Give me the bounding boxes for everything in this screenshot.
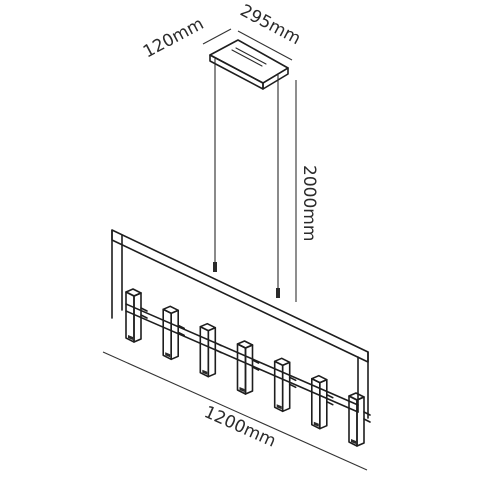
spot-lamp [236, 340, 260, 395]
suspension-wires [213, 58, 280, 298]
spot-lamp [199, 322, 223, 378]
spot-lamps [125, 288, 371, 447]
spot-lamp [125, 288, 148, 343]
spot-lamp [273, 357, 297, 413]
spot-lamp [162, 305, 185, 361]
spot-lamp [348, 392, 371, 447]
dimension-height-label: 2000mm [299, 165, 319, 241]
dimension-height: 2000mm [295, 80, 319, 302]
dimension-canopy-width: 295mm [237, 1, 304, 61]
dimension-depth: 120mm [140, 14, 232, 62]
dimension-canopy-width-label: 295mm [237, 1, 304, 49]
spot-lamp [310, 374, 334, 430]
ceiling-canopy [209, 39, 289, 90]
dimension-length-label: 1200mm [201, 402, 279, 451]
dimension-depth-label: 120mm [140, 14, 207, 62]
